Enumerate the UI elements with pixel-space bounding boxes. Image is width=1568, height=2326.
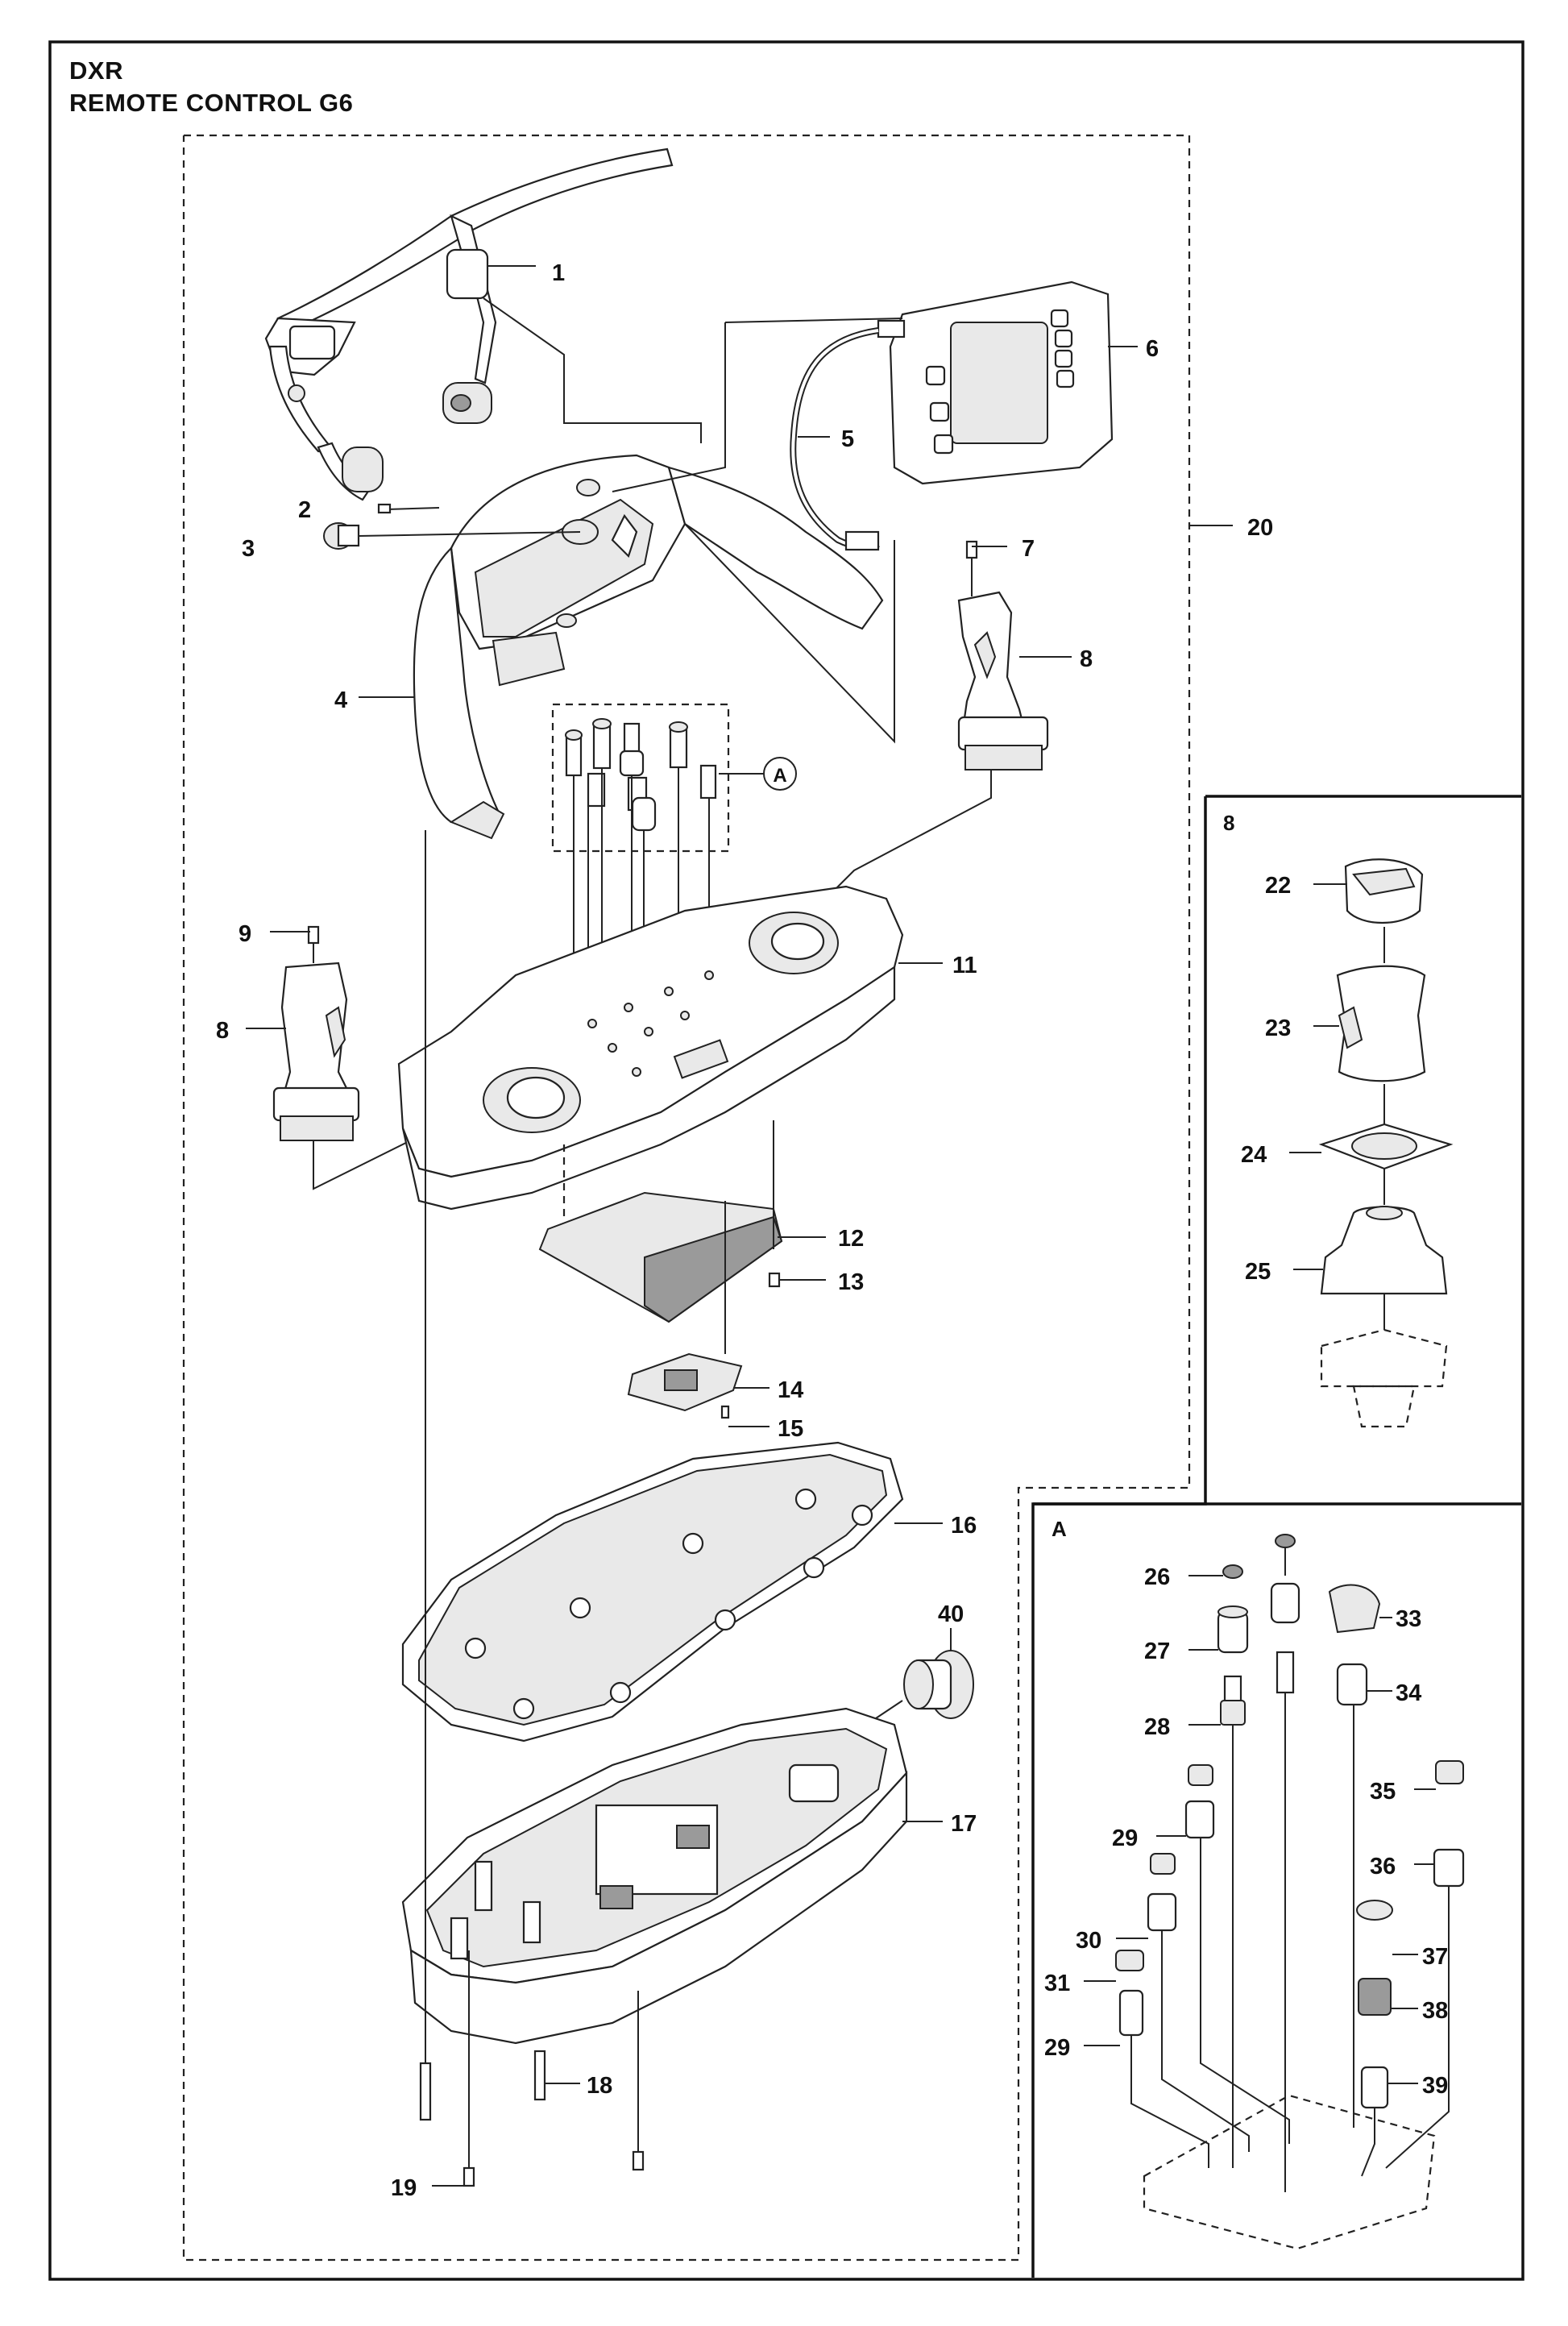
part-label-3: 3: [242, 536, 255, 562]
screw-19c: [632, 2150, 645, 2171]
part-label-23: 23: [1265, 1016, 1291, 1041]
harness-strap: [264, 147, 674, 501]
inset-8-parts: [1318, 858, 1454, 1428]
part-label-36: 36: [1370, 1854, 1396, 1879]
part-label-5: 5: [841, 426, 854, 452]
guide-display: [724, 318, 903, 323]
part-label-16: 16: [951, 1513, 977, 1539]
screw-15: [720, 1405, 730, 1419]
gasket: [401, 1441, 904, 1742]
top-case: [397, 885, 904, 1211]
part-label-15: 15: [778, 1416, 803, 1442]
diagram-title: REMOTE CONTROL G6: [69, 89, 354, 117]
part-label-30: 30: [1076, 1928, 1101, 1954]
screw-9: [307, 925, 320, 945]
bottom-case: [401, 1707, 908, 2045]
part-label-28: 28: [1144, 1714, 1170, 1740]
screw-19a: [419, 2062, 432, 2121]
leader-2: [386, 507, 440, 510]
part-label-39: 39: [1422, 2073, 1448, 2099]
part-label-2: 2: [298, 497, 311, 523]
connector-40: [903, 1650, 974, 1719]
inset-8-label: 8: [1223, 811, 1234, 835]
screw-13: [768, 1272, 781, 1288]
inset-a-parts: [1115, 1534, 1465, 2250]
part-label-22: 22: [1265, 873, 1291, 899]
display-cable: [790, 319, 906, 551]
screw-18: [533, 2050, 546, 2101]
switch-group-a-outline: [551, 703, 730, 853]
screw-2: [377, 503, 392, 514]
part-label-29-top: 29: [1112, 1825, 1138, 1851]
screw-7: [965, 540, 978, 559]
part-label-12: 12: [838, 1226, 864, 1252]
joystick-left: [272, 962, 360, 1141]
part-label-4: 4: [334, 687, 347, 713]
part-label-1: 1: [552, 260, 565, 286]
part-label-8-left: 8: [216, 1018, 229, 1044]
part-label-34: 34: [1396, 1680, 1421, 1706]
guide-8-right: [821, 770, 992, 903]
screw-19b: [463, 2166, 475, 2187]
guide-1: [483, 297, 702, 443]
part-label-19: 19: [391, 2175, 417, 2201]
part-label-38: 38: [1422, 1998, 1448, 2024]
part-label-31: 31: [1044, 1971, 1070, 1996]
radio-module: [627, 1352, 743, 1412]
display-unit: [889, 280, 1114, 485]
diagram-model: DXR: [69, 56, 123, 85]
part-label-40: 40: [938, 1601, 964, 1627]
part-label-8-right: 8: [1080, 646, 1093, 672]
part-label-33: 33: [1396, 1606, 1421, 1632]
guide-6: [612, 322, 726, 492]
part-label-26: 26: [1144, 1564, 1170, 1590]
plug-3: [323, 522, 360, 550]
part-label-11: 11: [952, 953, 977, 978]
part-label-14: 14: [778, 1377, 803, 1403]
main-pcb: [538, 1191, 783, 1323]
inset-a-label: A: [1052, 1517, 1067, 1541]
callout-a-label: A: [773, 765, 786, 787]
joystick-right: [957, 591, 1049, 770]
part-label-9: 9: [239, 921, 251, 947]
part-label-24: 24: [1241, 1142, 1267, 1168]
part-label-20: 20: [1247, 515, 1273, 541]
part-label-37: 37: [1422, 1944, 1448, 1970]
part-label-13: 13: [838, 1269, 864, 1295]
upper-housing: [413, 454, 884, 840]
part-label-6: 6: [1146, 336, 1159, 362]
assembly-outline: [182, 134, 1191, 2262]
part-label-25: 25: [1245, 1259, 1271, 1285]
part-label-29-bottom: 29: [1044, 2035, 1070, 2061]
leader-3: [358, 531, 581, 537]
part-label-18: 18: [587, 2073, 612, 2099]
guide-5: [684, 523, 895, 744]
outer-frame: [48, 40, 1524, 2281]
part-label-27: 27: [1144, 1639, 1170, 1664]
part-label-35: 35: [1370, 1779, 1396, 1805]
part-label-7: 7: [1022, 536, 1035, 562]
part-label-17: 17: [951, 1811, 977, 1837]
